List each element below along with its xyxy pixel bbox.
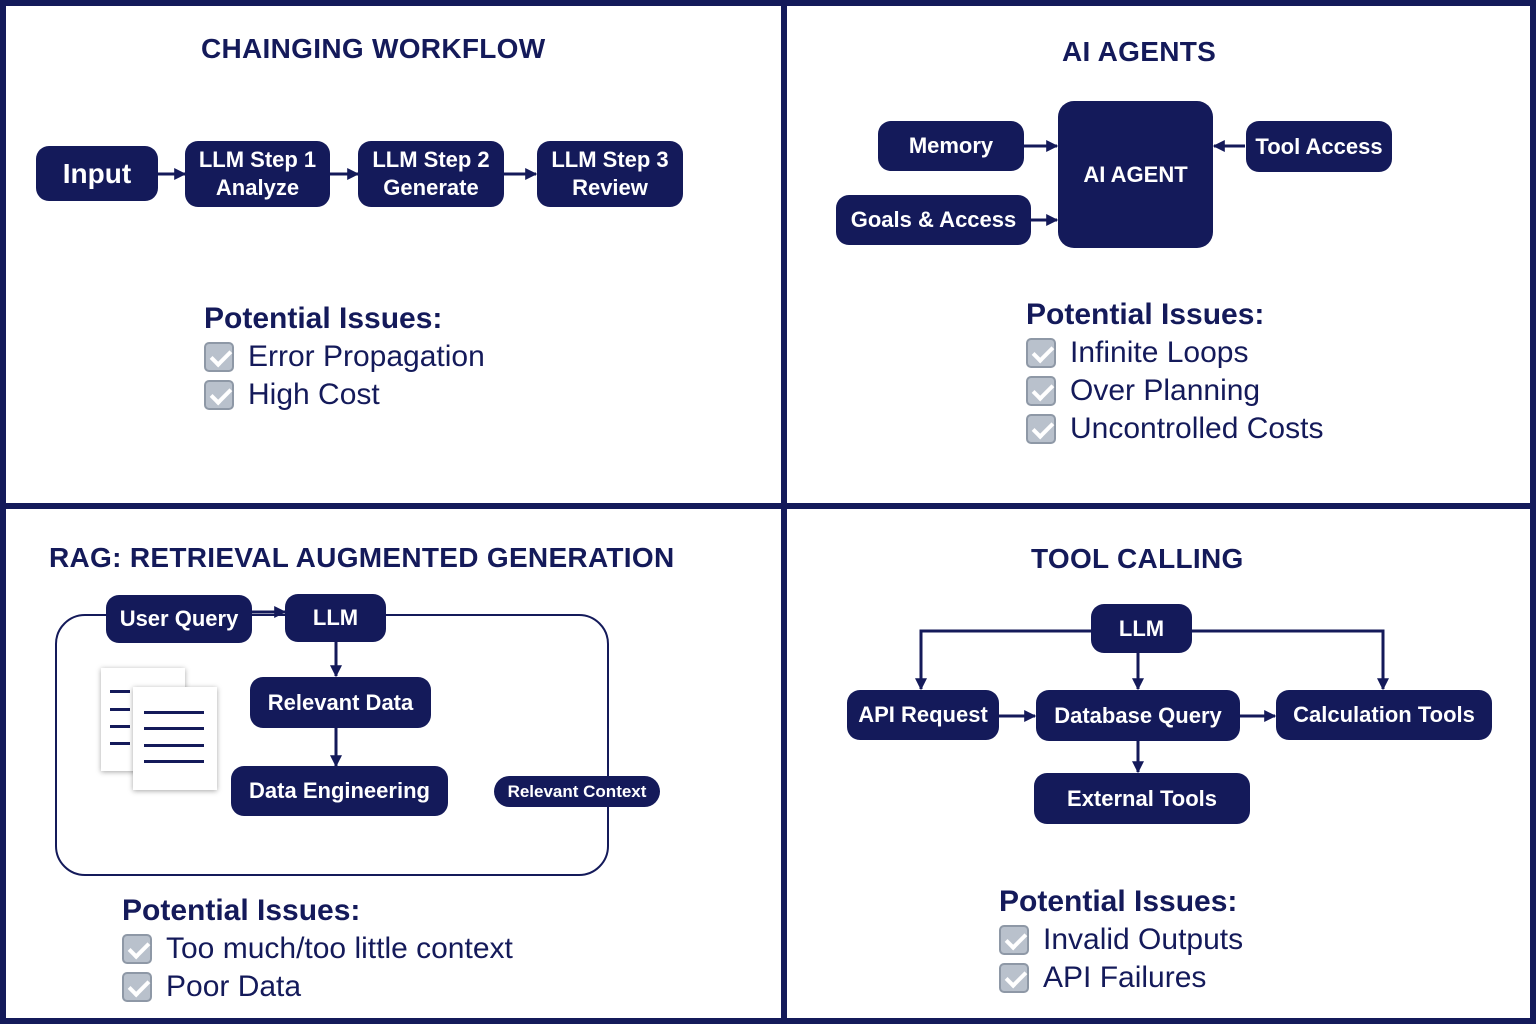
issue-item: Error Propagation — [204, 338, 485, 376]
data-engineering-node: Data Engineering — [231, 766, 448, 816]
checkbox-checked-icon — [1026, 338, 1056, 368]
issue-item: Infinite Loops — [1026, 334, 1323, 372]
rag-title: RAG: RETRIEVAL AUGMENTED GENERATION — [49, 542, 675, 573]
arrow-llm-to-api-request — [915, 629, 1092, 691]
issues-heading: Potential Issues: — [1026, 298, 1265, 331]
tool-access-node: Tool Access — [1246, 121, 1392, 172]
tool-calling-issues: Potential Issues: Invalid Outputs API Fa… — [999, 883, 1243, 997]
issue-text: High Cost — [248, 378, 380, 411]
checkbox-checked-icon — [122, 972, 152, 1002]
checkbox-checked-icon — [1026, 414, 1056, 444]
tool-calling-title: TOOL CALLING — [1031, 543, 1244, 574]
issue-item: Over Planning — [1026, 372, 1323, 410]
checkbox-checked-icon — [1026, 376, 1056, 406]
llm-step3-node: LLM Step 3 Review — [537, 141, 683, 207]
goals-access-node: Goals & Access — [836, 195, 1031, 245]
chaining-issues: Potential Issues: Error Propagation High… — [204, 300, 485, 414]
ai-agent-node: AI AGENT — [1058, 101, 1213, 248]
rag-issues: Potential Issues: Too much/too little co… — [122, 892, 513, 1006]
checkbox-checked-icon — [204, 380, 234, 410]
issue-text: Infinite Loops — [1070, 336, 1249, 369]
issues-heading: Potential Issues: — [204, 302, 443, 335]
arrow-llm-to-calculation-tools — [1192, 629, 1389, 691]
issue-text: Uncontrolled Costs — [1070, 412, 1324, 445]
issue-item: Uncontrolled Costs — [1026, 410, 1323, 448]
rag-llm-node: LLM — [285, 594, 386, 642]
checkbox-checked-icon — [999, 963, 1029, 993]
vertical-divider — [781, 0, 787, 1024]
tool-llm-node: LLM — [1091, 604, 1192, 653]
checkbox-checked-icon — [999, 925, 1029, 955]
issue-item: API Failures — [999, 959, 1243, 997]
relevant-data-node: Relevant Data — [250, 677, 431, 728]
horizontal-divider — [0, 503, 1536, 509]
issue-item: Too much/too little context — [122, 930, 513, 968]
issue-text: Invalid Outputs — [1043, 923, 1244, 956]
memory-node: Memory — [878, 121, 1024, 171]
input-node: Input — [36, 146, 158, 201]
issue-text: Poor Data — [166, 970, 302, 1003]
database-query-node: Database Query — [1036, 690, 1240, 741]
external-tools-node: External Tools — [1034, 773, 1250, 824]
issue-text: Too much/too little context — [166, 932, 513, 965]
issue-text: API Failures — [1043, 961, 1207, 994]
llm-step2-node: LLM Step 2 Generate — [358, 141, 504, 207]
issues-heading: Potential Issues: — [122, 894, 361, 927]
issue-text: Error Propagation — [248, 340, 485, 373]
issue-item: Poor Data — [122, 968, 513, 1006]
issue-text: Over Planning — [1070, 374, 1261, 407]
chaining-title: CHAINGING WORKFLOW — [201, 33, 546, 64]
agents-title: AI AGENTS — [1062, 36, 1217, 67]
checkbox-checked-icon — [204, 342, 234, 372]
api-request-node: API Request — [847, 690, 999, 740]
checkbox-checked-icon — [122, 934, 152, 964]
calculation-tools-node: Calculation Tools — [1276, 690, 1492, 740]
agents-issues: Potential Issues: Infinite Loops Over Pl… — [1026, 296, 1323, 448]
user-query-node: User Query — [106, 595, 252, 643]
relevant-context-node: Relevant Context — [494, 776, 660, 807]
llm-step1-node: LLM Step 1 Analyze — [185, 141, 330, 207]
issue-item: High Cost — [204, 376, 485, 414]
issues-heading: Potential Issues: — [999, 885, 1238, 918]
issue-item: Invalid Outputs — [999, 921, 1243, 959]
